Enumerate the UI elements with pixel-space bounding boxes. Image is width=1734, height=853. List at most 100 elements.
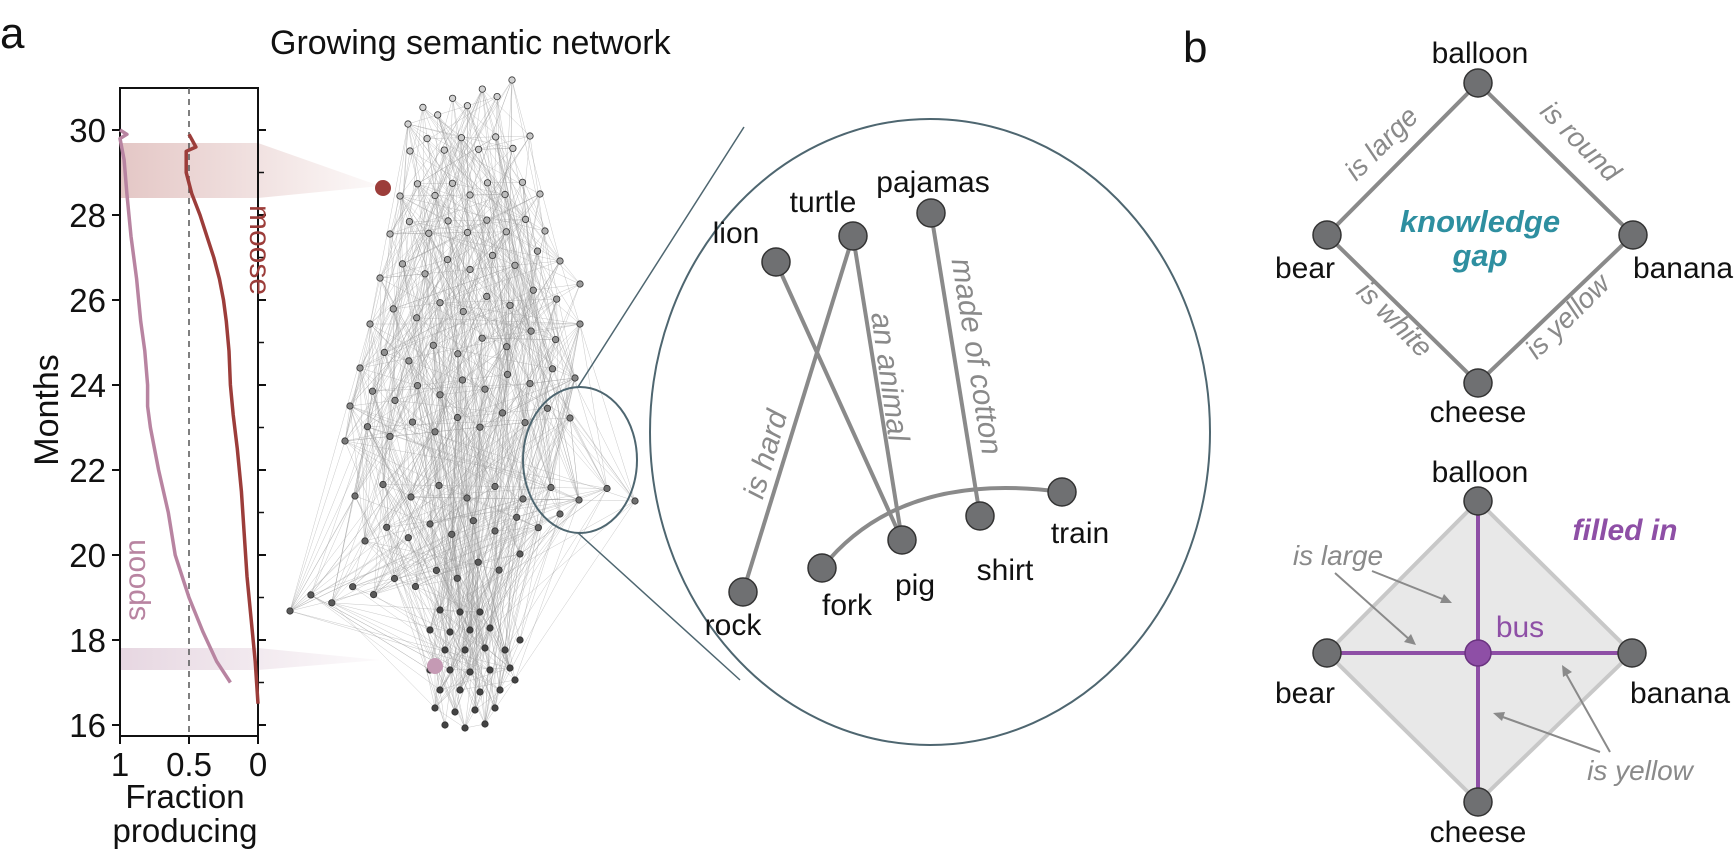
network-edge [459,647,486,691]
network-node [328,599,336,607]
network-edge [502,412,524,500]
network-node [413,180,422,188]
network-edge [466,497,476,711]
network-node [405,218,413,226]
network-edge [349,221,410,407]
network-edge [487,182,507,347]
zoom-ellipse [649,118,1211,746]
node-pajamas [916,198,946,228]
network-edge [507,79,513,375]
filled-label-cheese: cheese [1430,816,1527,849]
network-edge [331,296,487,603]
network-edge [530,260,561,332]
network-edge [457,353,481,693]
network-node [576,280,584,288]
network-edge [354,495,466,729]
network-edge [452,98,514,149]
network-edge [354,391,373,497]
zoom-callout [522,118,1211,746]
network-node [483,292,491,300]
network-edge [482,89,556,340]
network-node [498,409,507,417]
y-tick-label: 18 [69,622,106,659]
network-node [448,530,456,538]
network-edge [389,123,409,437]
network-node [443,255,452,264]
network-edge [409,107,424,222]
network-edge [569,417,636,502]
network-edge [407,123,561,262]
network-edge [486,219,561,262]
zoom-edge [820,485,1063,570]
network-edge [464,368,553,651]
network-edge [461,137,581,325]
network-edge [310,594,431,671]
network-edge [459,283,581,613]
network-edge [433,345,503,414]
network-edge [349,405,496,487]
network-node [368,387,377,395]
gap-label-cheese: cheese [1430,396,1527,429]
network-node [457,134,465,142]
network-edge [484,517,517,725]
network-edge [469,194,532,332]
network-edge [399,105,468,197]
network-edge [354,149,479,497]
network-node [461,724,469,732]
x-tick-label: 0.5 [166,746,212,783]
network-edge [389,233,429,235]
network-node [603,484,611,493]
arrowhead [1493,712,1505,721]
network-edge [524,331,532,423]
gap-node-banana [1618,220,1648,250]
network-edge [367,123,409,427]
network-edge [386,260,561,528]
network-node [476,423,484,431]
network-edge [486,193,541,221]
network-edge [459,487,552,613]
network-node [453,413,462,422]
network-node [341,437,349,445]
label-rock: rock [705,609,763,642]
network-edge [407,123,463,381]
network-node [431,191,439,200]
arrow-is-large-2 [1334,572,1411,641]
network-node [471,706,479,714]
network-edge [359,367,496,532]
network-edge [289,231,507,612]
network-node [519,495,527,503]
network-edge [439,553,521,691]
network-edge [399,195,464,312]
network-node [390,574,399,583]
network-edge [429,629,481,693]
network-edge [379,273,426,279]
network-edge [402,193,541,265]
network-edge [354,495,431,525]
network-edge [379,277,384,485]
network-edge [433,296,487,346]
network-edge [467,232,581,285]
network-edge [466,497,471,631]
network-edge [402,194,471,265]
network-edge [467,232,479,563]
label-shirt: shirt [977,554,1034,587]
network-edge [422,107,507,232]
network-edge [522,182,556,340]
network-edge [372,391,496,709]
network-edge [489,627,501,691]
network-edge [478,135,531,150]
network-edge [407,123,553,369]
network-edge [437,114,526,423]
network-node [556,510,564,518]
network-edge [459,679,516,691]
network-edge [349,405,511,669]
network-node [446,628,454,636]
network-edge [514,499,580,681]
network-edge [463,220,488,312]
network-edge [379,183,418,279]
network-edge [494,486,501,691]
network-node [478,85,486,93]
node-pig [887,525,917,555]
